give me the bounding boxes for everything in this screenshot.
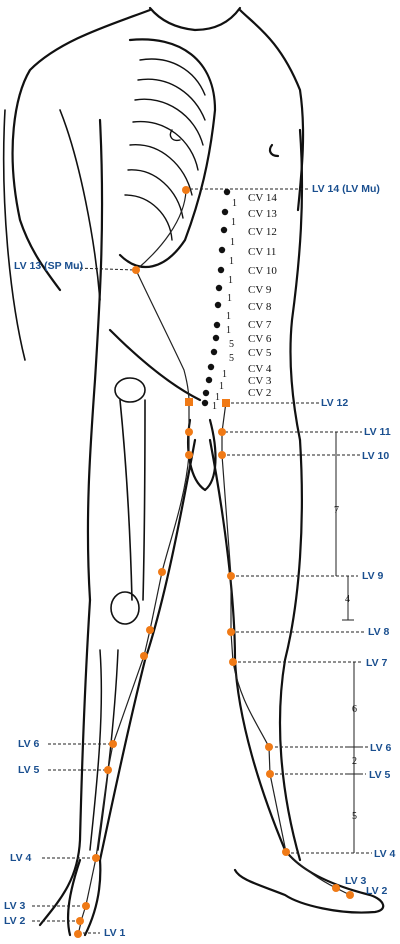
point-lv3-left [82,902,90,910]
neck-outline [148,6,242,32]
point-lv13 [132,266,140,274]
point-lv7-right [229,658,237,666]
cv-label: CV 3 [248,375,272,387]
left-arm-outline [2,109,26,361]
point-lv5-left [104,766,112,774]
cun-number: 1 [231,217,236,228]
point-lv11-left [185,428,193,436]
point-lv12-left [185,398,193,406]
measure-upper-leg-2: 4 [345,594,350,605]
label-lv13: LV 13 (SP Mu) [14,260,84,272]
label-lv14: LV 14 (LV Mu) [312,183,380,195]
label-lv12: LV 12 [321,397,349,409]
cun-number: 1 [227,293,232,304]
label-lv9: LV 9 [362,570,384,582]
point-lv4-right [282,848,290,856]
left-leg-outer [38,598,92,927]
point-lv12-right [222,399,230,407]
point-lv10-right [218,451,226,459]
label-lv5-right: LV 5 [369,769,391,781]
cun-number: 1 [229,256,234,267]
measure-lower-leg-1: 6 [352,704,357,715]
cun-number: 1 [215,392,220,403]
cun-number: 5 [229,353,234,364]
cv-label: CV 2 [248,387,272,399]
label-lv5-left: LV 5 [18,764,40,776]
label-lv10: LV 10 [362,450,390,462]
point-lv11-right [218,428,226,436]
point-lv14 [182,186,190,194]
cv-label: CV 13 [248,208,277,220]
label-lv8: LV 8 [368,626,390,638]
point-lv3-right [332,884,340,892]
hip-outline [108,328,202,402]
label-lv1: LV 1 [104,927,126,939]
label-lv4-left: LV 4 [10,852,32,864]
label-lv3-right: LV 3 [345,875,367,887]
cv-label: CV 11 [248,246,277,258]
cv-label: CV 5 [248,347,272,359]
right-torso-side [289,128,304,442]
point-lv1 [74,930,82,938]
point-lv7-left [140,652,148,660]
cun-number: 1 [232,198,237,209]
label-lv4-right: LV 4 [374,848,396,860]
label-lv11: LV 11 [364,426,391,438]
measure-upper-leg-1: 7 [334,505,339,516]
cv-label: CV 10 [248,265,277,277]
nipple-outline [268,143,280,158]
label-lv7: LV 7 [366,657,388,669]
cun-number: 1 [226,325,231,336]
label-lv2-left: LV 2 [4,915,26,927]
cv-label: CV 6 [248,333,272,345]
point-lv6-left [109,740,117,748]
cun-number: 1 [228,275,233,286]
point-lv2-left [76,917,84,925]
point-lv5-right [266,770,274,778]
point-lv9-left [158,568,166,576]
femur-outline [119,399,133,601]
left-foot-outline [66,858,102,937]
left-arm-inner [59,109,101,301]
point-lv2-right [346,891,354,899]
cv-points [201,188,231,407]
cun-number: 1 [212,401,217,412]
cun-number: 1 [226,311,231,322]
right-leg-outer [278,438,303,862]
right-leg-inner [208,438,287,852]
point-lv6-right [265,743,273,751]
cv-label: CV 9 [248,284,272,296]
label-lv2-right: LV 2 [366,885,388,897]
cv-label: CV 14 [248,192,277,204]
cun-number: 5 [229,339,234,350]
liver-meridian-line-left [77,189,190,936]
cv-label: CV 8 [248,301,272,313]
point-lv9-right [227,572,235,580]
left-torso-side [86,118,104,602]
label-lv3-left: LV 3 [4,900,26,912]
measure-lower-leg-2: 2 [352,756,357,767]
cv-label: CV 4 [248,363,272,375]
point-lv8-left [146,626,154,634]
liver-meridian-line-right [221,401,351,896]
right-foot-outline [233,848,385,914]
cv-label: CV 7 [248,319,272,331]
measure-lower-leg-3: 5 [352,811,357,822]
point-lv4-left [92,854,100,862]
groin-outline [187,418,217,492]
cun-number: 1 [230,237,235,248]
label-lv6-left: LV 6 [18,738,40,750]
point-lv8-right [227,628,235,636]
right-shoulder-outline [238,8,305,212]
cun-number: 1 [219,381,224,392]
left-leg-inner [98,438,197,862]
cv-label: CV 12 [248,226,277,238]
label-lv6-right: LV 6 [370,742,392,754]
rib-cage-outline [118,38,217,269]
left-shoulder-outline [11,8,152,292]
cun-number: 1 [222,369,227,380]
point-lv10-left [185,451,193,459]
